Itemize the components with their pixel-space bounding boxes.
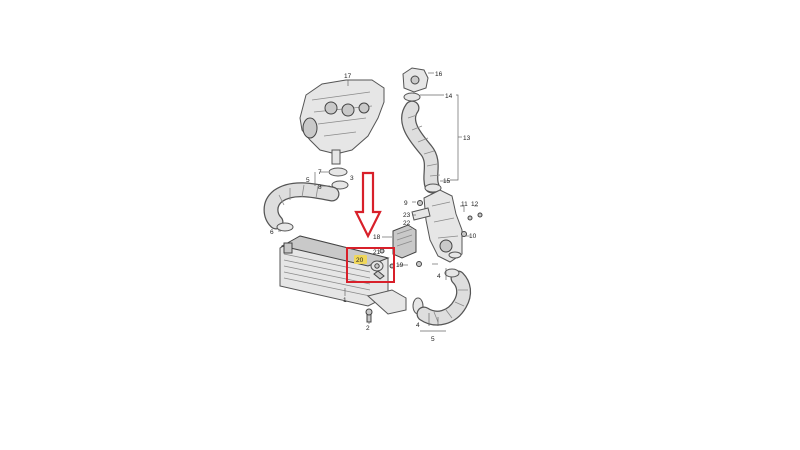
- label-21: 21: [373, 249, 381, 256]
- label-17: 17: [344, 73, 352, 80]
- upper-hose-part-13: [401, 92, 442, 194]
- label-14: 14: [445, 93, 453, 100]
- label-5a: 5: [306, 177, 310, 184]
- label-15: 15: [443, 178, 451, 185]
- label-13: 13: [463, 135, 471, 142]
- label-4a: 4: [416, 322, 420, 329]
- label-19: 19: [396, 262, 404, 269]
- label-11: 11: [461, 201, 468, 208]
- label-5b: 5: [431, 336, 435, 343]
- elbow-housing-part-10: [411, 189, 463, 263]
- label-6: 6: [270, 229, 274, 236]
- highlight-callout: [346, 171, 395, 283]
- left-hose-part-5: [263, 182, 340, 232]
- label-16: 16: [435, 71, 443, 78]
- intake-manifold-part-17: [299, 79, 385, 165]
- intercooler-part-1: [279, 235, 407, 315]
- part-labels: 17 16 14 13 15 7 5 8 6 1 2 4 5 4 9 23 22…: [270, 71, 479, 343]
- sensor-part-20: [370, 260, 385, 280]
- label-12: 12: [471, 201, 479, 208]
- label-8: 8: [318, 184, 322, 191]
- lower-hose-part-3: [412, 268, 472, 326]
- label-23: 23: [403, 212, 411, 219]
- label-1: 1: [343, 297, 347, 304]
- label-18: 18: [373, 234, 381, 241]
- label-20: 20: [356, 257, 364, 264]
- highlight-label-bg: [354, 255, 367, 264]
- label-4b: 4: [437, 273, 441, 280]
- leader-lines: [278, 72, 478, 332]
- label-10: 10: [469, 233, 477, 240]
- label-2: 2: [366, 325, 370, 332]
- highlight-box: [346, 247, 395, 283]
- label-9: 9: [404, 200, 408, 207]
- highlight-arrow-icon: [354, 171, 382, 239]
- label-7: 7: [318, 169, 322, 176]
- bracket-part-16: [402, 67, 429, 93]
- clamp-ring-parts-7-8: [328, 167, 349, 190]
- module-part-18: [392, 224, 417, 259]
- label-3: 3: [350, 175, 354, 182]
- label-22: 22: [403, 220, 411, 227]
